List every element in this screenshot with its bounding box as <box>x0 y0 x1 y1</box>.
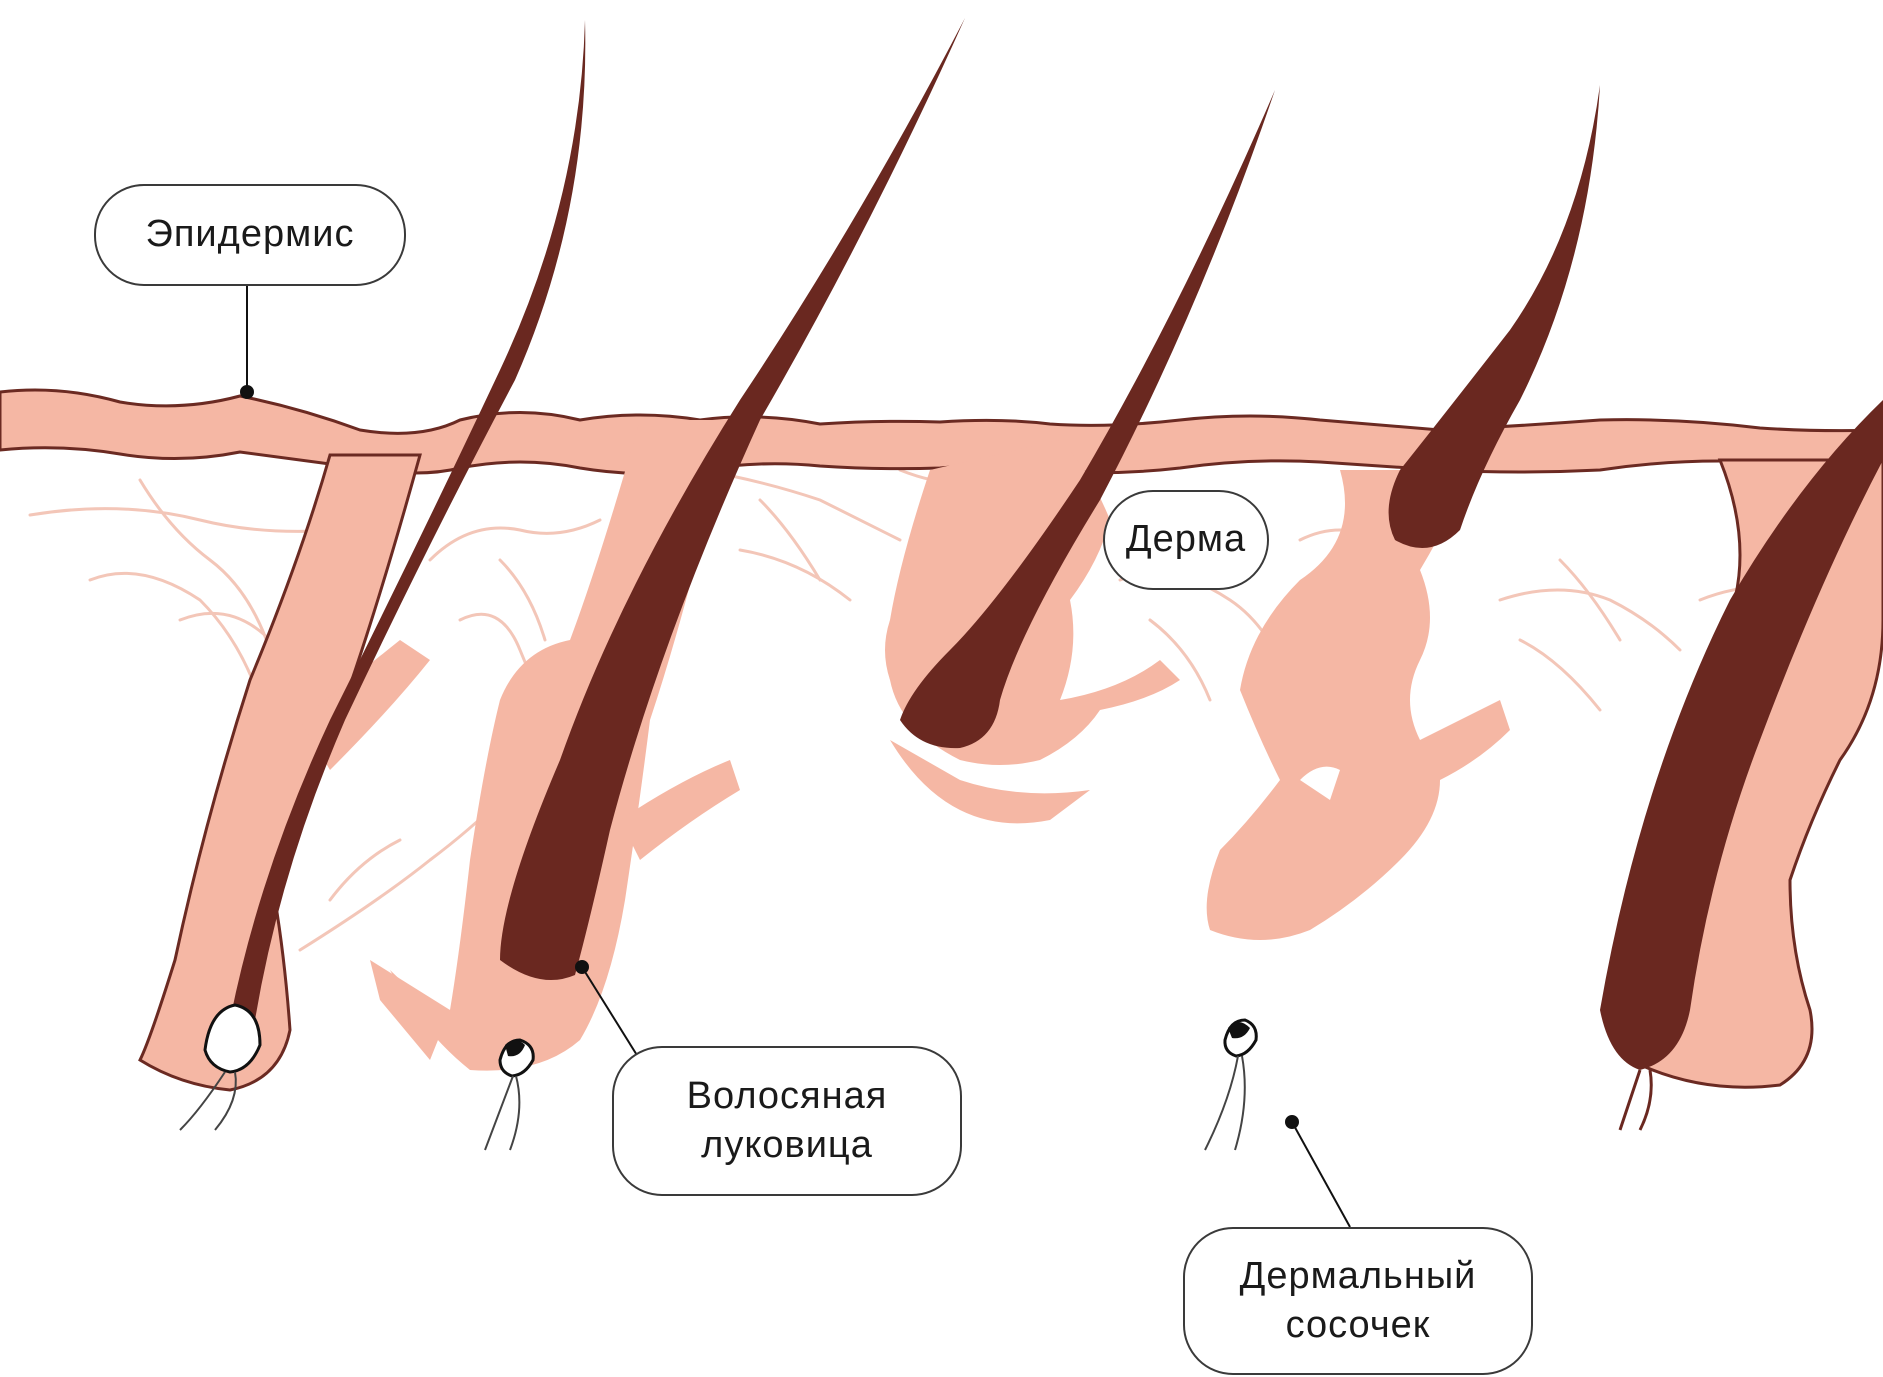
dermal-papilla-label-line-2: сосочек <box>1240 1301 1477 1350</box>
epidermis-label-text: Эпидермис <box>146 210 355 259</box>
dermis-label-text: Дерма <box>1126 515 1246 564</box>
dermis-label: Дерма <box>1103 490 1269 590</box>
hair-follicle-2 <box>370 18 965 1150</box>
hair-bulb-pointer-dot <box>576 961 588 973</box>
dermal-papilla-pointer-dot <box>1286 1116 1298 1128</box>
dermal-papilla-label-line-1: Дермальный <box>1240 1252 1477 1301</box>
hair-follicle-4 <box>1205 85 1600 1150</box>
hair-follicle-5 <box>1600 400 1883 1130</box>
hair-bulb-label: Волосяная луковица <box>612 1046 962 1196</box>
epidermis-label: Эпидермис <box>94 184 406 286</box>
epidermis-pointer-dot <box>241 386 253 398</box>
hair-bulb-label-line-1: Волосяная <box>687 1072 888 1121</box>
dermal-papilla-label: Дермальный сосочек <box>1183 1227 1533 1375</box>
epidermis-layer <box>0 390 1883 474</box>
hair-bulb-label-line-2: луковица <box>687 1121 888 1170</box>
dermal-papilla-leader-line <box>1292 1122 1350 1227</box>
